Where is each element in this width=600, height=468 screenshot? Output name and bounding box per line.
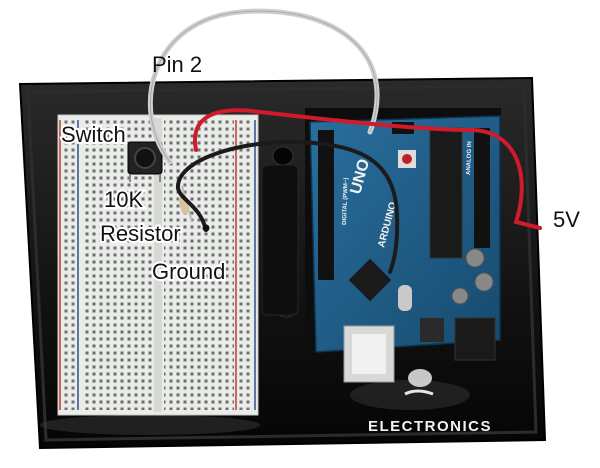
wire-5v <box>193 108 542 230</box>
analog-header-label: ANALOG IN <box>466 141 473 175</box>
brand-text: ELECTRONICS <box>368 418 492 435</box>
label-pin2: Pin 2 <box>152 52 202 77</box>
label-resistor: Resistor <box>100 221 181 246</box>
wires <box>147 8 542 274</box>
label-5v: 5V <box>553 207 580 232</box>
label-switch: Switch <box>61 122 126 147</box>
digital-header-label: DIGITAL (PWM~) <box>342 178 350 225</box>
plate-brand: ELECTRONICS <box>368 369 492 435</box>
arduino-board: UNO ARDUINO DIGITAL (PWM~) ANALOG IN <box>305 108 501 383</box>
push-button-switch <box>127 141 163 182</box>
label-10k: 10K <box>104 187 143 212</box>
wire-ground <box>175 139 400 274</box>
label-ground: Ground <box>152 259 225 284</box>
annotations: Pin 2 Switch 10K Resistor Ground 5V <box>59 52 580 286</box>
